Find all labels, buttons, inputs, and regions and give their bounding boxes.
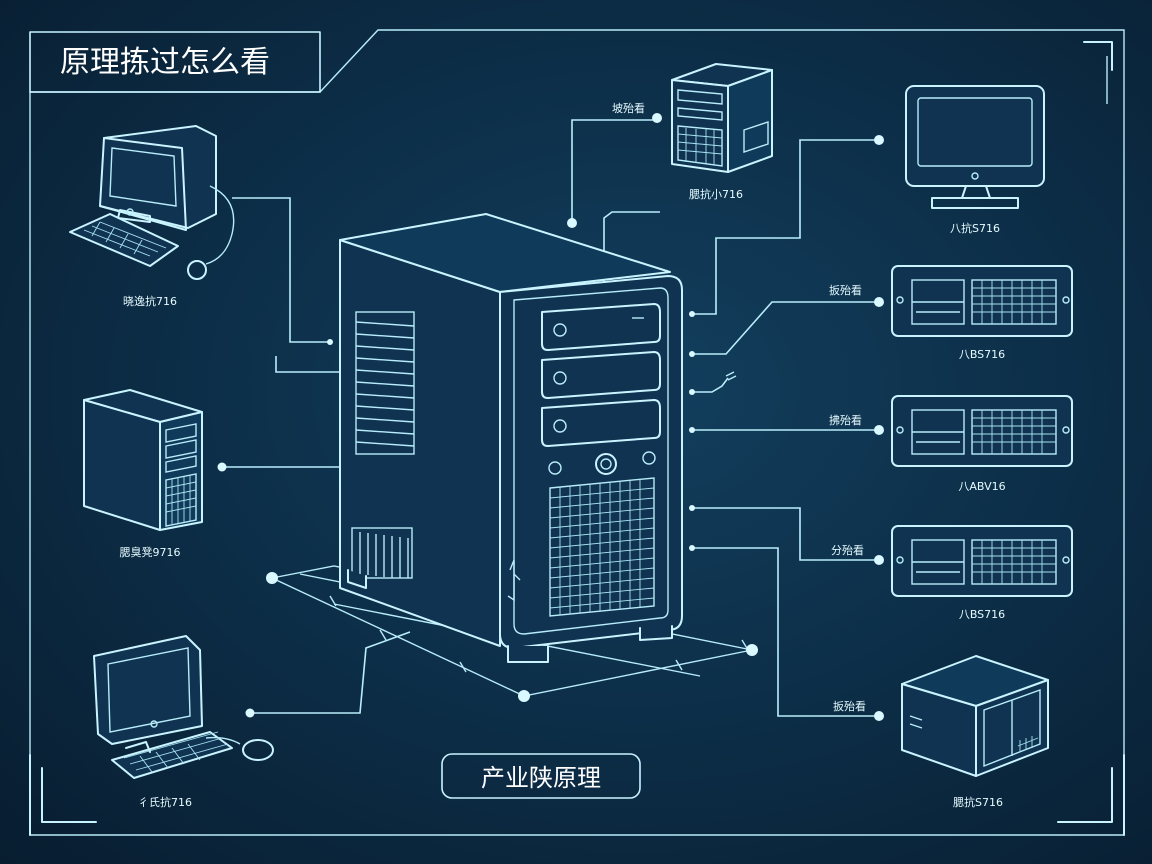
footer-label-box: 产业陕原理: [441, 753, 641, 799]
left-desktop-computer-top: 晓逸抗716: [69, 125, 235, 308]
box-name-label: 扳殆看: [833, 699, 866, 713]
monitor: 八抗S716: [905, 85, 1045, 235]
top-tower-code-label: 腮抗小716: [689, 187, 743, 201]
drive-unit-3: 分殆看 八BS716: [831, 525, 1073, 621]
main-server-tower: [339, 213, 683, 663]
top-tower-computer: 坡殆看 腮抗小716: [612, 63, 773, 201]
left-tower-label: 腮臭凳9716: [120, 545, 181, 559]
left-desktop-computer-bottom: 彳氏抗716: [93, 635, 274, 809]
drive-unit-2: 拂殆看 八ABV16: [829, 395, 1073, 493]
drive-unit-1: 扳殆看 八BS716: [829, 265, 1073, 361]
box-code-label: 腮抗S716: [953, 795, 1003, 809]
drive3-name-label: 分殆看: [831, 543, 864, 557]
box-device: 扳殆看 腮抗S716: [833, 655, 1049, 809]
footer-label: 产业陕原理: [481, 764, 601, 792]
drive3-code-label: 八BS716: [959, 608, 1005, 621]
drive1-code-label: 八BS716: [959, 348, 1005, 361]
left-pc-top-label: 晓逸抗716: [123, 294, 177, 308]
monitor-code-label: 八抗S716: [950, 221, 1000, 235]
drive2-name-label: 拂殆看: [829, 413, 862, 427]
drive2-code-label: 八ABV16: [958, 480, 1005, 493]
connection-wires: [217, 113, 884, 721]
top-tower-name-label: 坡殆看: [612, 101, 645, 115]
title-box: 原理拣过怎么看: [29, 31, 321, 93]
page-title: 原理拣过怎么看: [60, 45, 270, 80]
drive1-name-label: 扳殆看: [829, 283, 862, 297]
front-grille: [549, 479, 655, 615]
left-tower-computer: 腮臭凳9716: [83, 389, 203, 559]
left-pc-bottom-label: 彳氏抗716: [138, 795, 192, 809]
